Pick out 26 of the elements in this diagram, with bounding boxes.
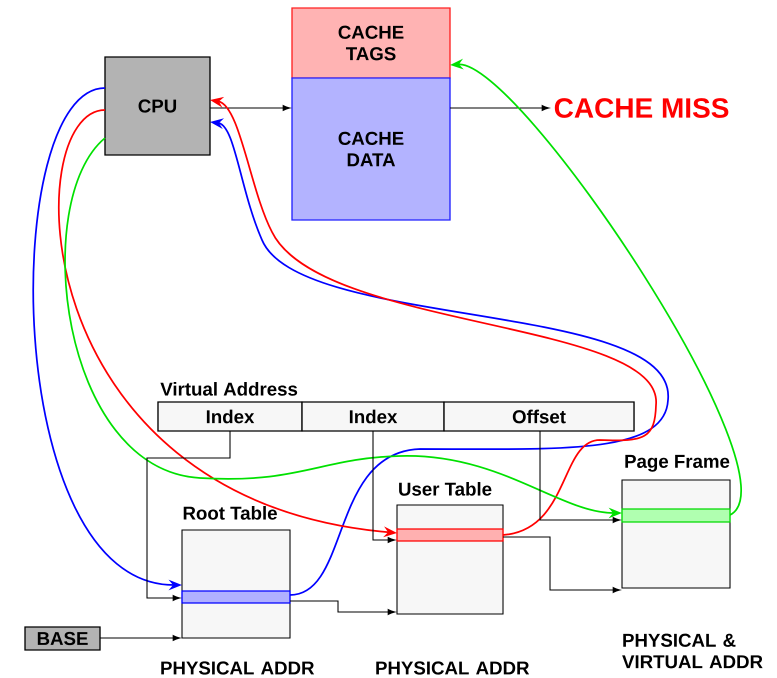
address-caption: PHYSICAL ADDR (376, 661, 530, 675)
register-field: Offset (443, 401, 635, 432)
register-field: Index (157, 401, 303, 432)
heading: User Table (399, 482, 492, 496)
register-field: Index (301, 401, 445, 432)
cpu-box: CPU (104, 56, 211, 156)
frame-entry (621, 508, 731, 523)
heading: Virtual Address (160, 382, 298, 396)
arrow (100, 635, 180, 641)
arrow (210, 105, 290, 111)
arrow (146, 431, 231, 601)
address-caption: PHYSICAL ADDR (161, 661, 314, 675)
arrow (290, 600, 396, 615)
heading: Page Frame (625, 454, 730, 472)
address-caption: PHYSICAL & VIRTUAL ADDR (622, 634, 763, 668)
arrow (450, 105, 550, 111)
cache-miss-label: CACHE MISS (554, 98, 728, 118)
table-entry (396, 528, 504, 542)
heading: Root Table (184, 506, 277, 520)
arrow (372, 431, 396, 543)
arrow (539, 431, 620, 523)
arrow (503, 536, 620, 593)
cache-tags-box: CACHE TAGS (291, 7, 451, 79)
base-box: BASE (24, 626, 101, 651)
table-entry (181, 590, 291, 604)
cache-data-box: CACHE DATA (291, 77, 451, 221)
